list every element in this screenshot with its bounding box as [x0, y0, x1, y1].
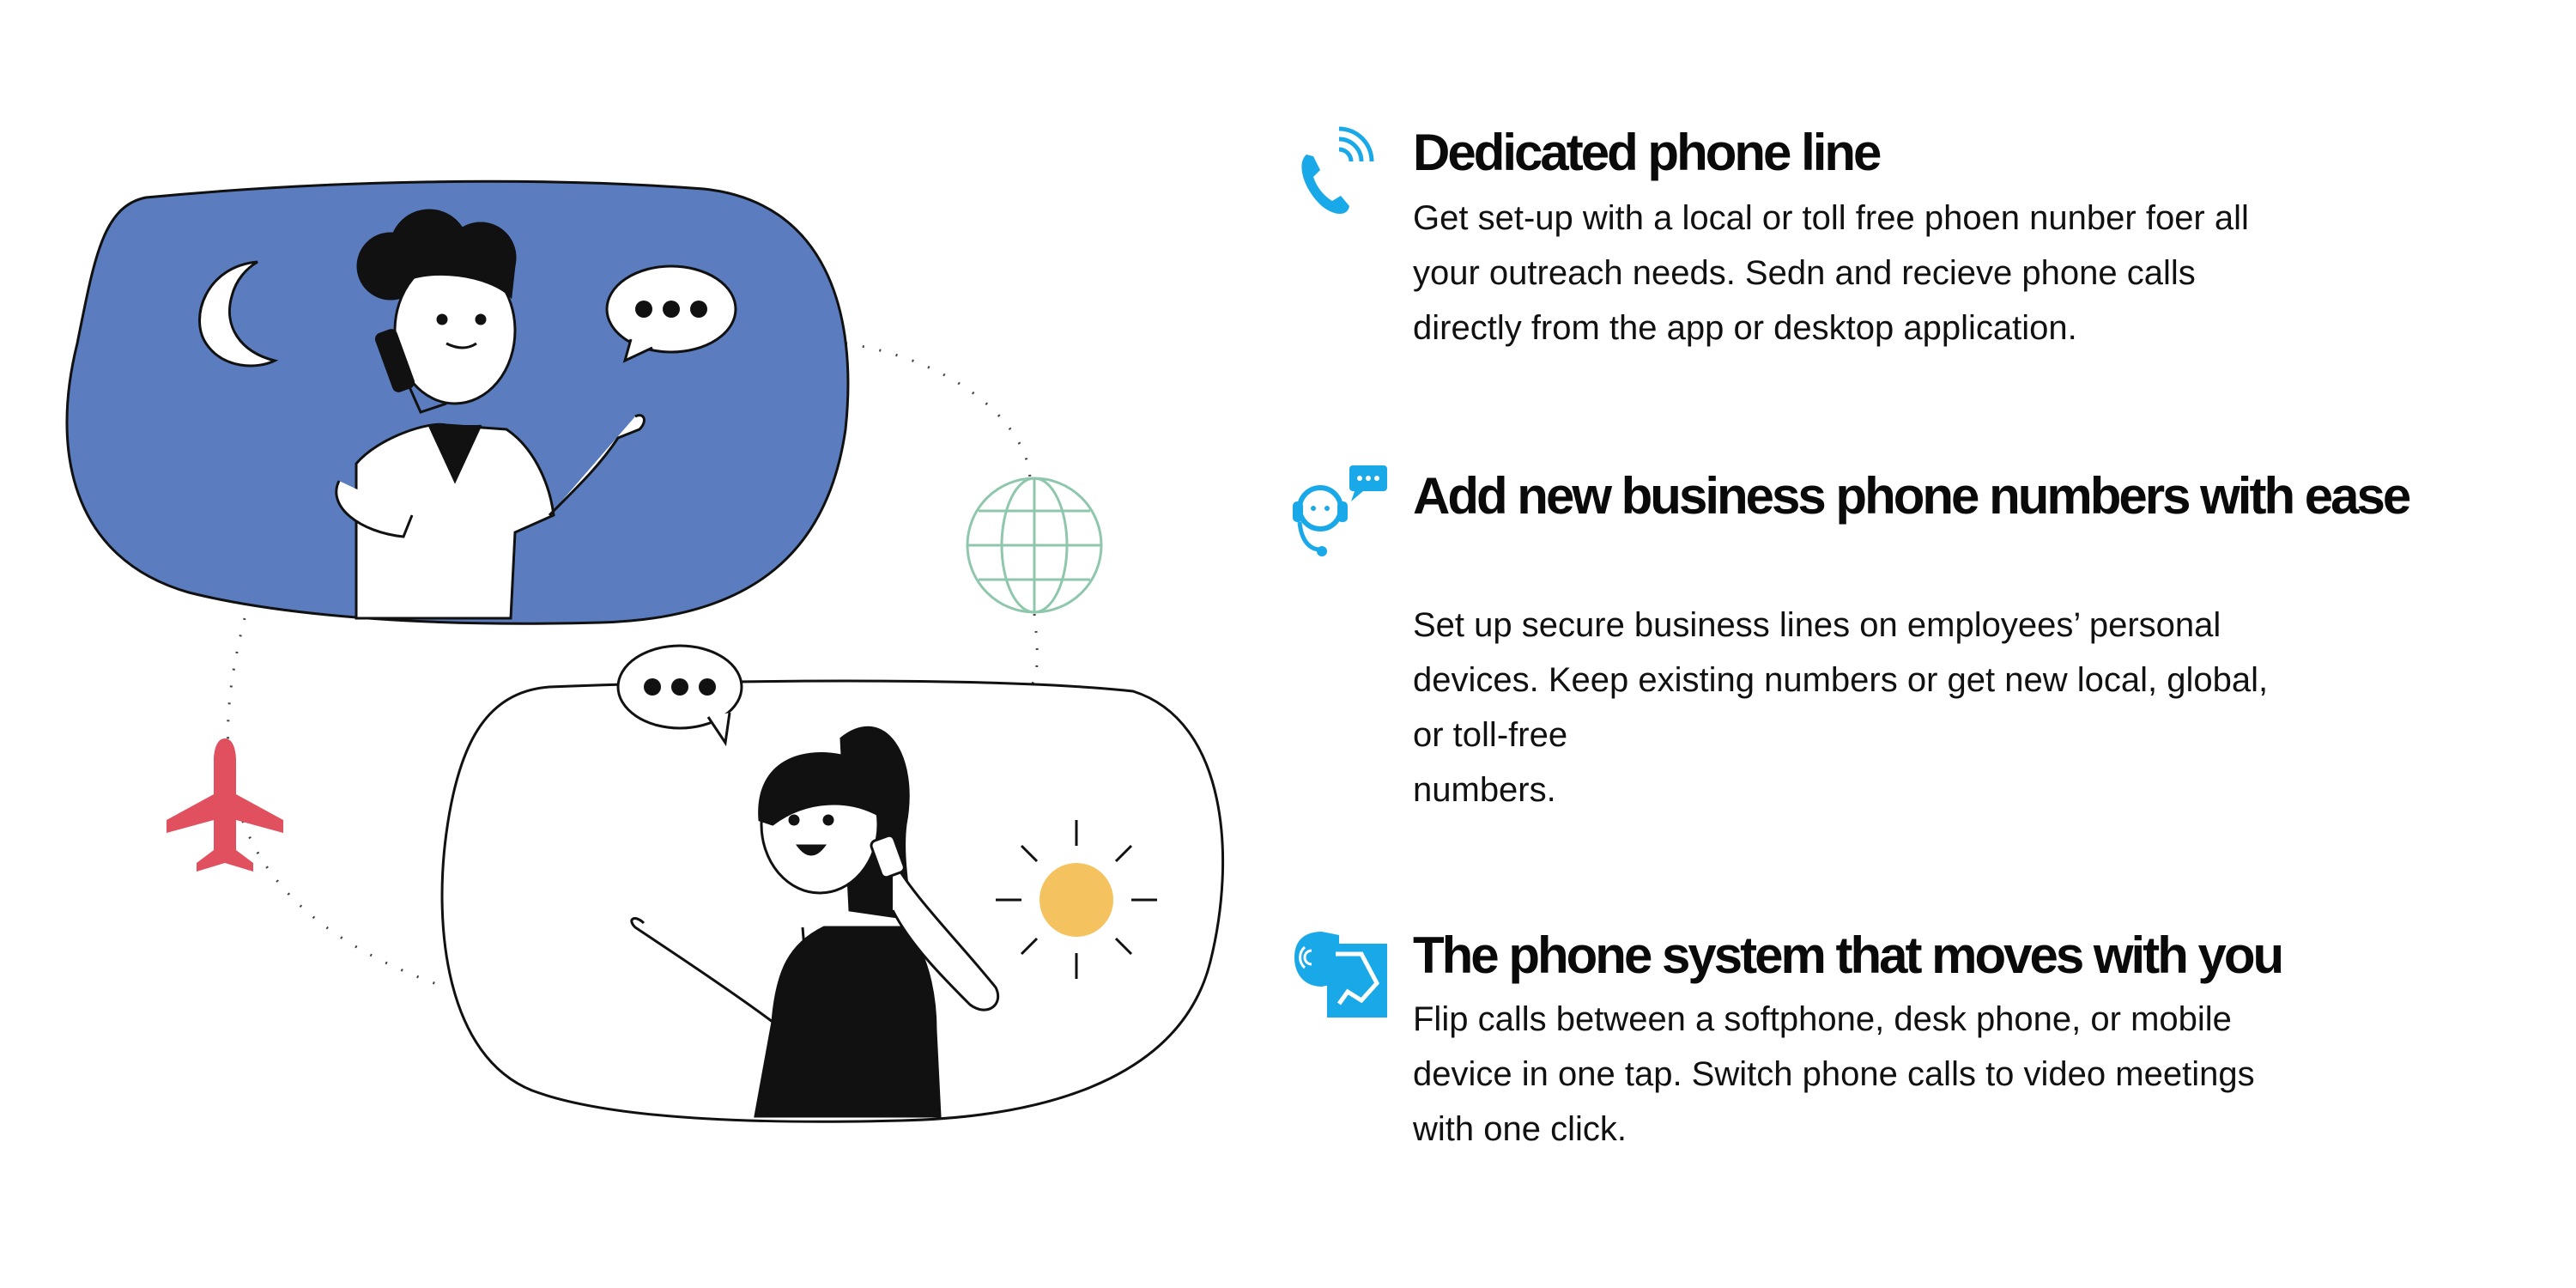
man-on-phone [335, 209, 646, 620]
speech-bubble-icon [616, 644, 743, 747]
support-agent-headset-icon [1293, 465, 1387, 556]
phone-call-illustration [65, 179, 1225, 1123]
feature-title: Dedicated phone line [1413, 124, 1882, 181]
bottom-blob [440, 679, 1225, 1123]
description-line: device in one tap. Switch phone calls to… [1413, 1055, 2255, 1093]
description-line: Flip calls between a softphone, desk pho… [1413, 1000, 2232, 1038]
phone-handoff-icon [1294, 932, 1387, 1018]
moon-icon [198, 260, 279, 368]
feature-description: Set up secure business lines on employee… [1413, 598, 2520, 817]
speech-bubble-icon [605, 264, 737, 363]
feature-title: The phone system that moves with you [1413, 927, 2284, 984]
airplane-icon [167, 738, 283, 872]
description-line: or toll-free [1413, 716, 1568, 754]
dotted-path [1028, 613, 1039, 689]
dotted-path [227, 617, 447, 989]
description-line: Set up secure business lines on employee… [1413, 606, 2221, 644]
feature-description: Flip calls between a softphone, desk pho… [1413, 992, 2520, 1157]
description-line: numbers. [1413, 771, 1556, 809]
phone-ringing-icon [1301, 126, 1374, 214]
globe-icon [966, 477, 1103, 614]
sun-icon [996, 820, 1157, 979]
description-line: directly from the app or desktop applica… [1413, 309, 2077, 347]
dotted-path [845, 342, 1032, 482]
description-line: Get set-up with a local or toll free pho… [1413, 199, 2249, 237]
woman-on-phone [630, 726, 1000, 1118]
description-line: with one click. [1413, 1110, 1627, 1148]
feature-title: Add new business phone numbers with ease [1413, 467, 2411, 525]
feature-description: Get set-up with a local or toll free pho… [1413, 191, 2520, 355]
description-line: your outreach needs. Sedn and recieve ph… [1413, 254, 2196, 292]
description-line: devices. Keep existing numbers or get ne… [1413, 661, 2269, 699]
